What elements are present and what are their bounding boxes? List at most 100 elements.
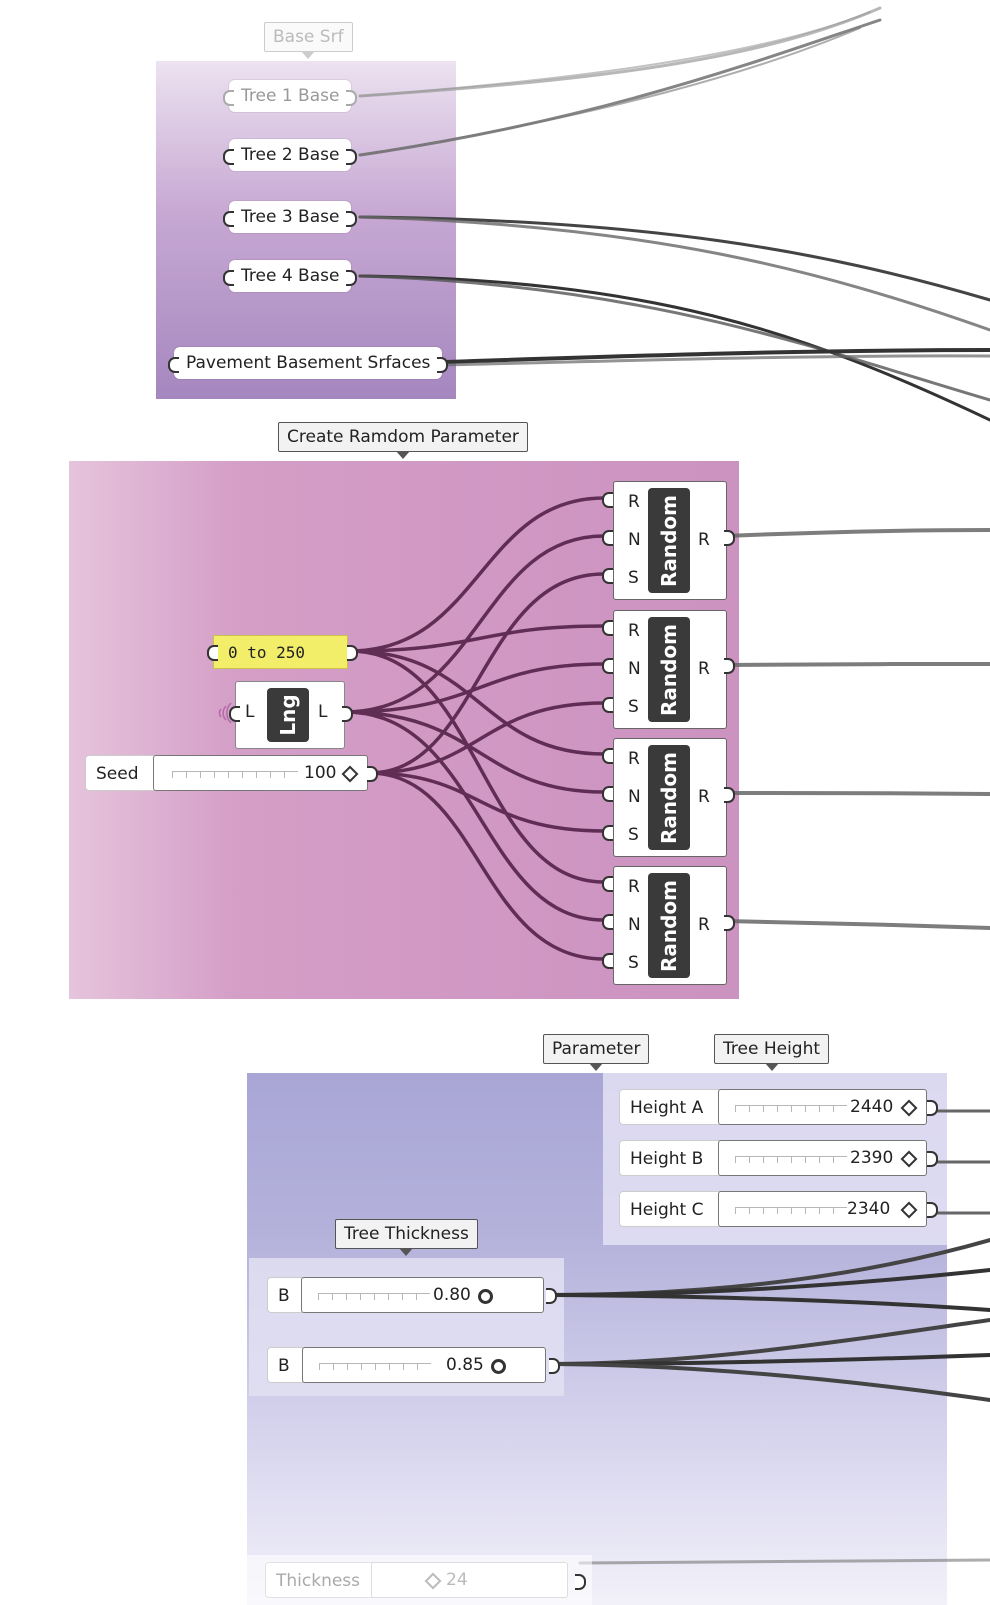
output-label-r: R <box>698 915 710 935</box>
random-3-n-port[interactable] <box>602 786 613 802</box>
output-port[interactable] <box>437 357 449 373</box>
group-label-create-random-parameter: Create Ramdom Parameter <box>278 422 528 459</box>
group-label-tree-thickness: Tree Thickness <box>335 1219 478 1256</box>
slider-value: 100 <box>304 763 337 783</box>
height-c-output-port[interactable] <box>927 1202 938 1218</box>
input-label-n: N <box>628 787 641 807</box>
lng-output-label: L <box>318 702 328 722</box>
random-2-n-port[interactable] <box>602 658 613 674</box>
input-label-n: N <box>628 915 641 935</box>
height-a-output-port[interactable] <box>927 1100 938 1116</box>
random-core[interactable]: Random <box>648 488 690 593</box>
output-port[interactable] <box>346 211 358 227</box>
output-port[interactable] <box>346 149 358 165</box>
param-tree-2-base[interactable]: Tree 2 Base <box>223 139 358 171</box>
slider-grip[interactable] <box>424 1572 442 1590</box>
input-label-r: R <box>628 877 640 897</box>
component-name: Random <box>657 879 681 972</box>
height-b-output-port[interactable] <box>927 1151 938 1167</box>
input-port[interactable] <box>223 270 234 286</box>
random-2-s-port[interactable] <box>602 697 613 713</box>
panel-output-port[interactable] <box>347 645 358 661</box>
input-port[interactable] <box>168 357 179 373</box>
input-port[interactable] <box>223 211 234 227</box>
random-component-2[interactable]: R N S Random R <box>613 610 727 729</box>
random-3-s-port[interactable] <box>602 825 613 841</box>
input-port[interactable] <box>223 90 234 106</box>
random-1-s-port[interactable] <box>602 568 613 584</box>
slider-value: 0.80 <box>433 1285 471 1305</box>
thickness-output-port[interactable] <box>575 1574 586 1590</box>
component-name: Random <box>657 623 681 716</box>
list-length-component[interactable]: L Lng L <box>235 681 345 749</box>
param-tree-1-base[interactable]: Tree 1 Base <box>223 80 358 112</box>
slider-label: B <box>267 1277 303 1313</box>
random-2-r-port[interactable] <box>602 620 613 636</box>
param-label: Tree 1 Base <box>241 86 340 106</box>
slider-label: Height C <box>619 1191 721 1227</box>
slider-ticks <box>735 1105 847 1112</box>
random-2-output-port[interactable] <box>724 658 735 674</box>
slider-grip[interactable] <box>341 765 359 783</box>
slider-value: 0.85 <box>446 1355 484 1375</box>
param-tree-3-base[interactable]: Tree 3 Base <box>223 201 358 233</box>
slider-label: Height A <box>619 1089 721 1125</box>
input-label-s: S <box>628 697 639 717</box>
random-3-r-port[interactable] <box>602 748 613 764</box>
random-core[interactable]: Random <box>648 745 690 850</box>
random-4-s-port[interactable] <box>602 953 613 969</box>
slider-label: Thickness <box>265 1562 373 1598</box>
lng-output-port[interactable] <box>342 706 353 722</box>
slider-grip[interactable] <box>478 1289 493 1304</box>
random-4-n-port[interactable] <box>602 914 613 930</box>
random-1-n-port[interactable] <box>602 530 613 546</box>
param-label: Tree 3 Base <box>241 207 340 227</box>
slider-track[interactable]: 100 <box>153 755 368 791</box>
input-label-r: R <box>628 749 640 769</box>
slider-grip[interactable] <box>491 1359 506 1374</box>
seed-output-port[interactable] <box>367 766 378 782</box>
param-label: Tree 2 Base <box>241 145 340 165</box>
lng-input-port[interactable] <box>229 706 240 722</box>
random-1-r-port[interactable] <box>602 492 613 508</box>
slider-grip[interactable] <box>900 1150 918 1168</box>
random-1-output-port[interactable] <box>724 530 735 546</box>
random-4-r-port[interactable] <box>602 876 613 892</box>
slider-ticks <box>318 1293 430 1300</box>
output-label-r: R <box>698 659 710 679</box>
thickness-b2-output-port[interactable] <box>549 1358 560 1374</box>
thickness-b1-output-port[interactable] <box>546 1288 557 1304</box>
random-component-3[interactable]: R N S Random R <box>613 738 727 857</box>
param-pavement-basement-srfaces[interactable]: Pavement Basement Srfaces <box>168 347 449 379</box>
panel-text: 0 to 250 <box>228 643 306 662</box>
slider-track[interactable]: 2440 <box>718 1089 927 1125</box>
slider-track[interactable]: 2390 <box>718 1140 927 1176</box>
output-port[interactable] <box>346 90 358 106</box>
slider-value: 2440 <box>850 1097 894 1117</box>
random-component-4[interactable]: R N S Random R <box>613 866 727 985</box>
slider-grip[interactable] <box>900 1201 918 1219</box>
random-core[interactable]: Random <box>648 617 690 722</box>
slider-track[interactable]: 0.85 <box>302 1347 546 1383</box>
range-panel[interactable]: 0 to 250 <box>213 635 348 669</box>
output-port[interactable] <box>346 270 358 286</box>
input-label-r: R <box>628 621 640 641</box>
input-label-s: S <box>628 568 639 588</box>
slider-ticks <box>735 1207 847 1214</box>
input-label-s: S <box>628 953 639 973</box>
slider-label: Height B <box>619 1140 721 1176</box>
lng-core[interactable]: Lng <box>267 688 309 742</box>
input-label-s: S <box>628 825 639 845</box>
input-label-n: N <box>628 659 641 679</box>
panel-input-port[interactable] <box>207 645 218 661</box>
slider-track[interactable]: 24 <box>371 1562 568 1598</box>
slider-grip[interactable] <box>900 1099 918 1117</box>
slider-track[interactable]: 0.80 <box>301 1277 544 1313</box>
random-3-output-port[interactable] <box>724 787 735 803</box>
random-4-output-port[interactable] <box>724 915 735 931</box>
random-core[interactable]: Random <box>648 873 690 978</box>
random-component-1[interactable]: R N S Random R <box>613 481 727 600</box>
param-tree-4-base[interactable]: Tree 4 Base <box>223 260 358 292</box>
input-port[interactable] <box>223 149 234 165</box>
slider-track[interactable]: 2340 <box>718 1191 927 1227</box>
